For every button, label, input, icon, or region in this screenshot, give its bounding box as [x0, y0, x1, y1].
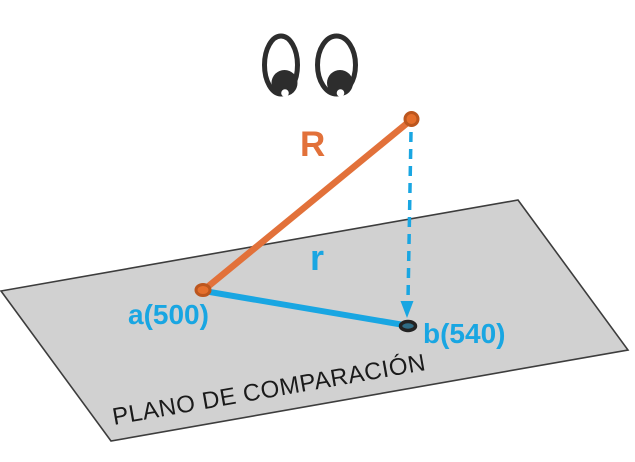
label-R: R: [300, 125, 325, 164]
drop-arrowhead-icon: [400, 301, 414, 318]
label-point-b: b(540): [423, 318, 505, 349]
point-top-dot: [403, 111, 420, 127]
left-pupil: [271, 70, 298, 96]
label-r: r: [310, 237, 324, 278]
point-b-dot: [398, 319, 418, 333]
left-pupil-highlight: [281, 89, 289, 97]
point-a-dot: [194, 283, 212, 297]
right-pupil-highlight: [336, 89, 345, 97]
line-R: [201, 116, 415, 293]
comparison-plane: [0, 199, 630, 442]
label-point-a: a(500): [128, 299, 209, 330]
drop-dashed-line: [406, 131, 413, 301]
right-pupil: [327, 70, 353, 96]
line-r: [203, 288, 405, 328]
eyes-icon: [262, 33, 358, 97]
